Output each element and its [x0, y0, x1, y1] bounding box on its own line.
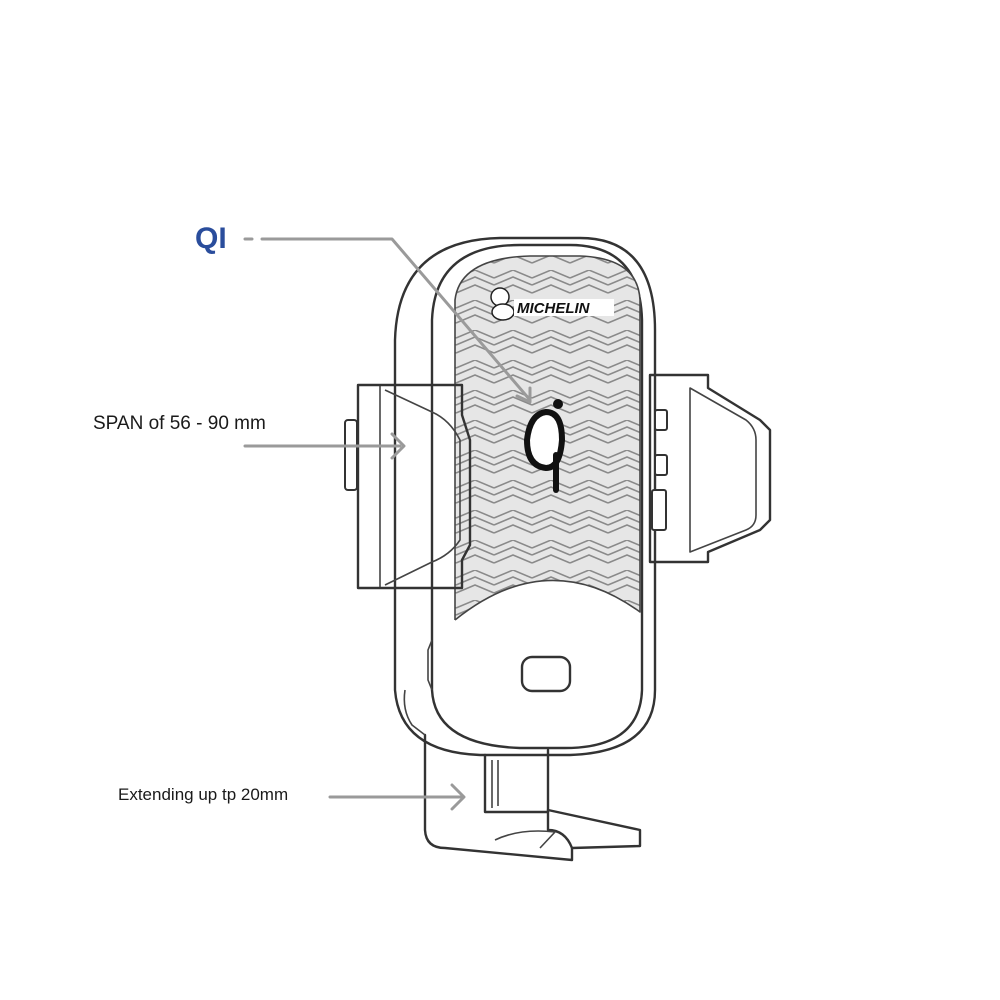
extending-label: Extending up tp 20mm [118, 785, 289, 804]
button-icon [520, 655, 572, 693]
pad-bottom-curve [455, 580, 640, 640]
michelin-logo: MICHELIN [490, 287, 614, 321]
pad-outline [454, 255, 641, 621]
extending-foot [403, 689, 642, 862]
span-callout-arrow [243, 432, 406, 460]
extending-callout-arrow [328, 783, 466, 811]
qi-logo-icon [523, 399, 566, 493]
left-clamp-arm [344, 383, 472, 590]
qi-label: QI [195, 222, 227, 255]
side-edge [427, 639, 433, 691]
right-clamp-arm [648, 373, 772, 564]
michelin-logo-text: MICHELIN [517, 300, 591, 317]
span-label: SPAN of 56 - 90 mm [93, 413, 266, 434]
michelin-man-icon [490, 287, 515, 321]
qi-callout-arrow [243, 237, 532, 404]
back-housing [393, 236, 657, 757]
